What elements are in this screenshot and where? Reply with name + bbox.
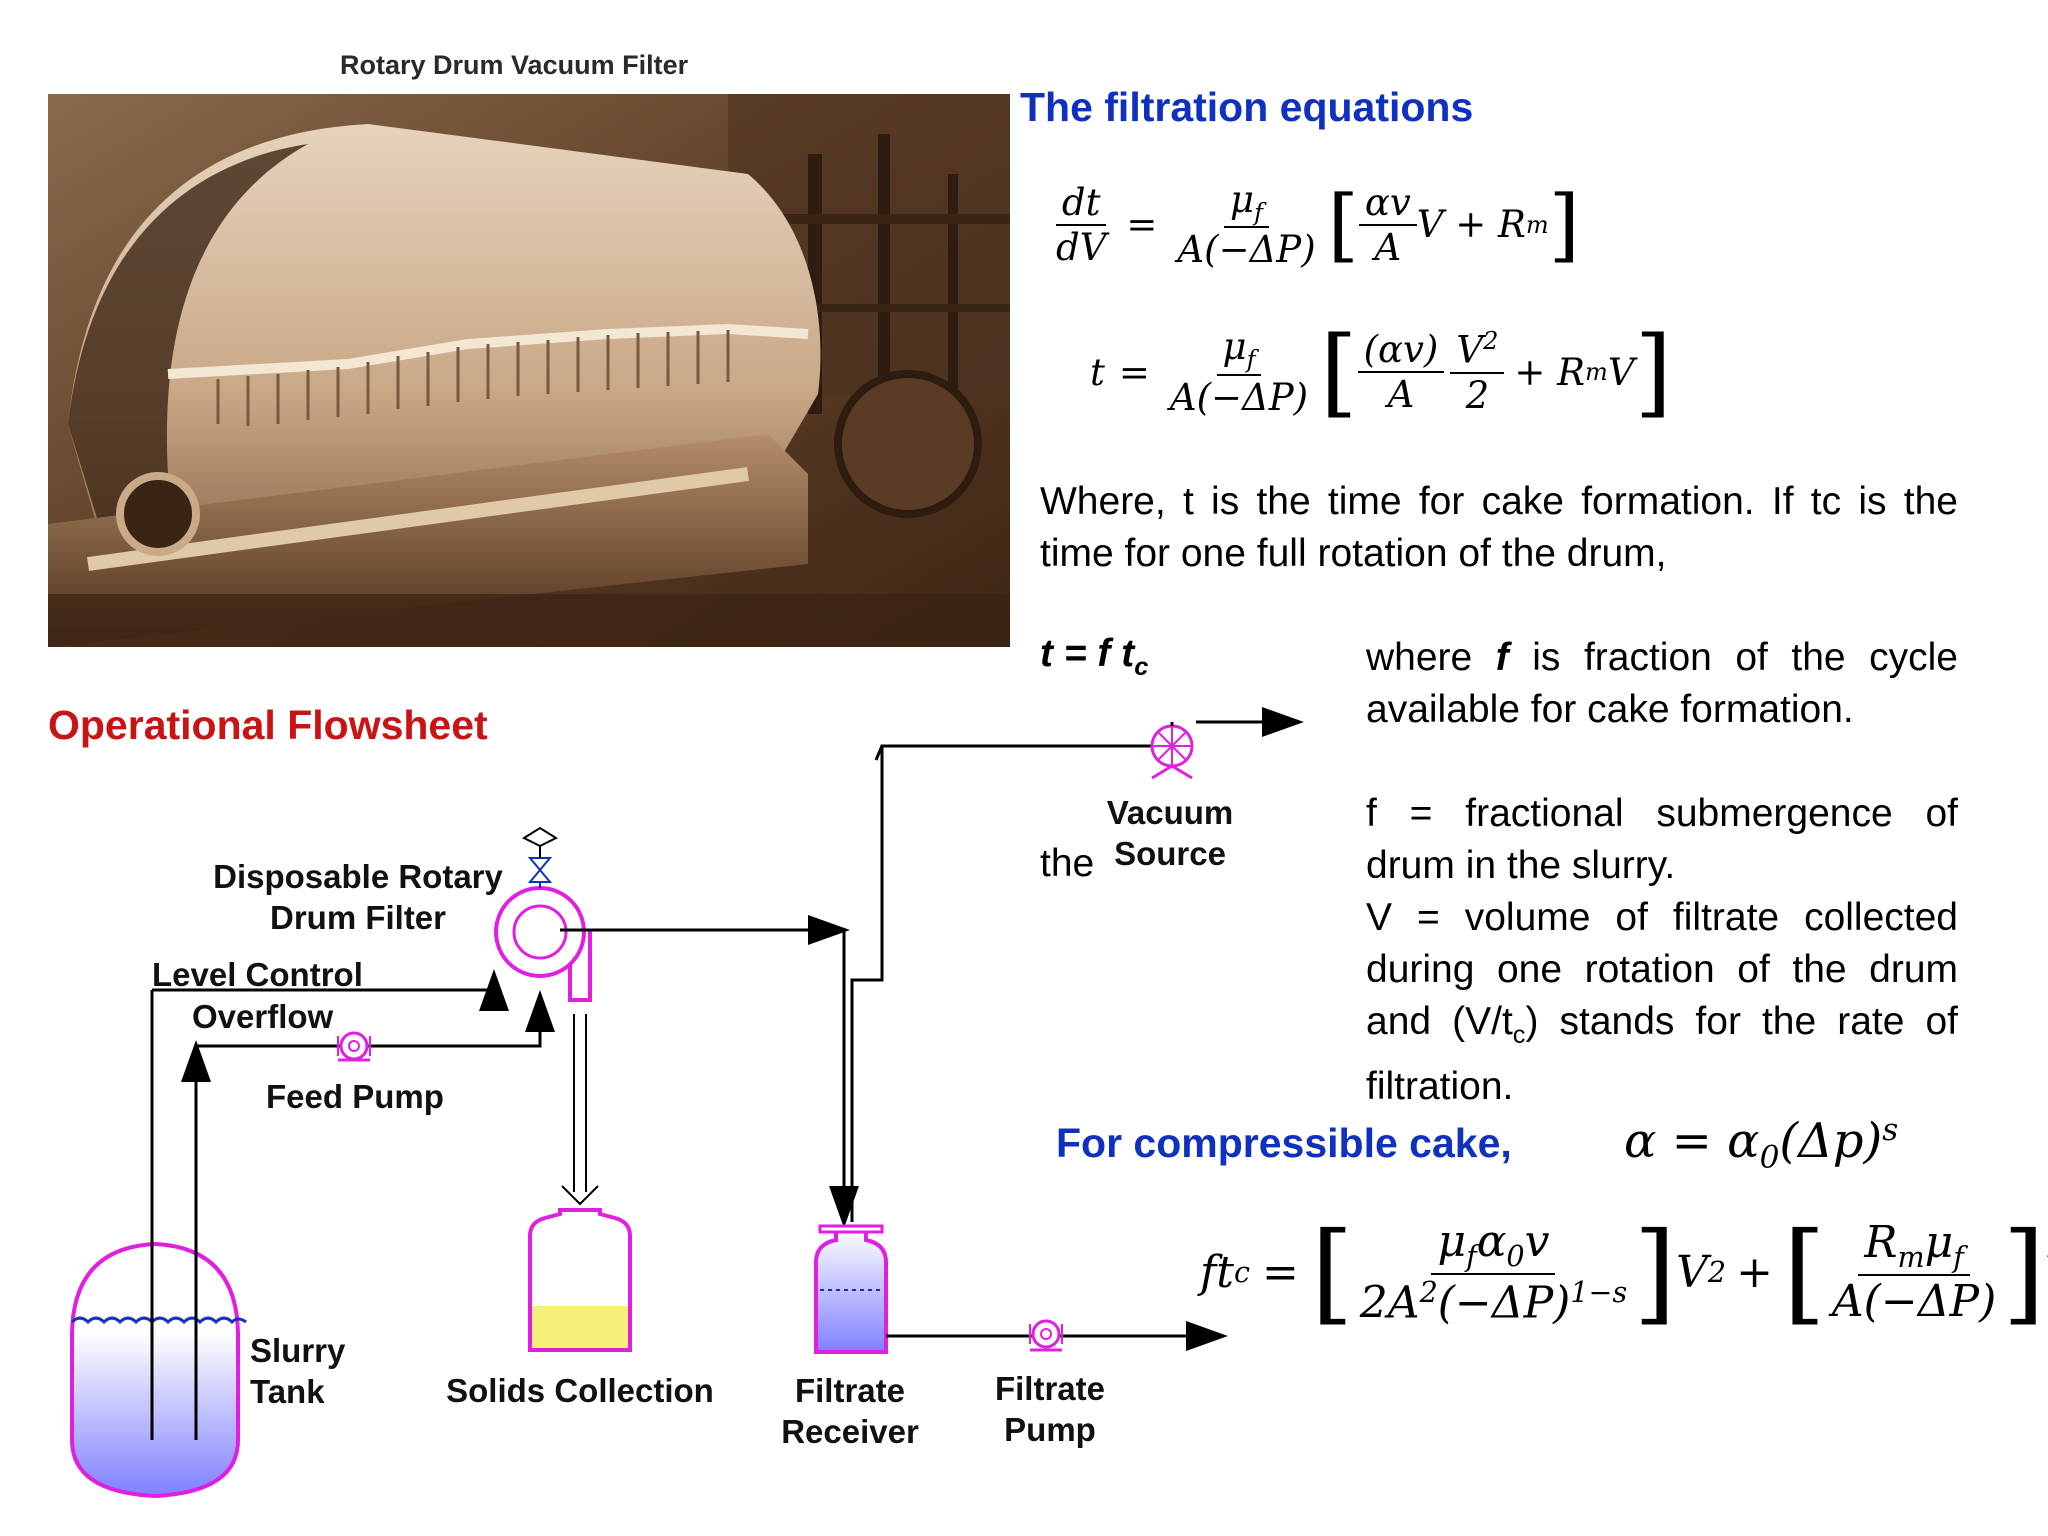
ftc-a-num-tail: v: [1524, 1215, 1550, 1267]
alpha-eq-lhs: α = α: [1624, 1113, 1760, 1169]
eq1-inner-rest: V + R: [1416, 203, 1526, 247]
solids-collection-vessel: [528, 1208, 632, 1352]
f-submergence-definition: f = fractional submergence of drum in th…: [1366, 792, 1958, 887]
f-def-pre: where: [1366, 636, 1496, 679]
eq2-rest-tail: V: [1607, 350, 1635, 394]
label-filtrate-pump: Filtrate Pump: [994, 1370, 1106, 1448]
filtrate-receiver-vessel: [814, 1224, 888, 1354]
eq2-lhs: t: [1090, 350, 1105, 394]
ftc-lhs: ft: [1200, 1246, 1234, 1298]
v-definition: V = volume of filtrate collected during …: [1366, 892, 1958, 1113]
ftc-v2: V: [1676, 1246, 1708, 1298]
eq1-inner-sub: m: [1525, 210, 1549, 239]
alpha-eq-rest: (Δp): [1779, 1113, 1883, 1169]
label-level-control: Level Control: [152, 956, 363, 993]
eq2-a-den: A: [1387, 373, 1415, 416]
t-eq-sub: c: [1134, 652, 1149, 681]
ftc-a-num: μ: [1437, 1215, 1467, 1267]
ftc-b-num-mid: μ: [1924, 1217, 1954, 1269]
label-drum-filter: Disposable Rotary Drum Filter: [213, 858, 503, 936]
eq2-b-den: 2: [1465, 373, 1490, 417]
alpha-equation: α = α0(Δp)s: [1624, 1112, 1898, 1176]
alpha-eq-sup: s: [1882, 1112, 1899, 1148]
the-word: the: [1040, 842, 1095, 885]
f-def-bold: f: [1495, 636, 1509, 679]
eq1-inner-num: αv: [1358, 181, 1417, 226]
label-feed-pump: Feed Pump: [266, 1078, 444, 1115]
eq1-coef-den: A(−ΔP): [1177, 228, 1316, 272]
f-definition: where f is fraction of the cycle availab…: [1366, 632, 1958, 736]
ftc-b-num-sub1: m: [1897, 1239, 1925, 1274]
where-paragraph: Where, t is the time for cake formation.…: [1040, 480, 1958, 575]
label-overflow: Overflow: [192, 998, 334, 1035]
eq2-rest-sub: m: [1585, 358, 1608, 386]
vacuum-source-symbol: [1150, 722, 1194, 780]
ftc-b-den: A(−ΔP): [1831, 1275, 1997, 1327]
ftc-v2-sup: 2: [1707, 1255, 1727, 1289]
rotary-drum-photo: [48, 94, 1010, 647]
eq1-inner-den: A: [1374, 225, 1402, 269]
ftc-a-den: 2A: [1359, 1277, 1420, 1329]
compressible-cake-label: For compressible cake,: [1056, 1120, 1512, 1166]
ftc-lhs-sub: c: [1233, 1255, 1250, 1289]
ftc-a-num-sub1: f: [1466, 1238, 1477, 1273]
eq2-rest: + R: [1514, 350, 1585, 394]
label-solids-collection: Solids Collection: [446, 1372, 714, 1409]
filtrate-pump-symbol: [1029, 1319, 1063, 1352]
ftc-a-den-mid: (−ΔP): [1437, 1277, 1571, 1329]
ftc-a-den-sup: 2: [1419, 1274, 1438, 1309]
eq1-coef-num-sub: f: [1254, 198, 1263, 227]
eq1-coef-num: μ: [1230, 178, 1255, 221]
ftc-b-num: R: [1864, 1217, 1898, 1269]
ftc-tail: V: [2045, 1247, 2048, 1298]
t-equals-f-tc: t = f tc: [1040, 632, 1148, 682]
eq2-b-num-sup: 2: [1483, 327, 1499, 356]
eq2-coef-num: μ: [1222, 325, 1247, 369]
feed-pump-symbol: [337, 1031, 371, 1062]
equations-title: The filtration equations: [1020, 84, 1474, 130]
v-line-sub: c: [1512, 1020, 1526, 1049]
slurry-tank: [70, 1241, 247, 1499]
f-def-post: is fraction of the cycle available for c…: [1366, 636, 1958, 731]
drum-filter-symbol: [494, 826, 592, 1002]
v-line-pre: V = volume of filtrate collected during …: [1366, 896, 1958, 1043]
ftc-b-num-sub2: f: [1953, 1239, 1964, 1274]
label-vacuum-source: Vacuum Source: [1106, 794, 1234, 872]
ftc-a-den-sup2: 1−s: [1570, 1274, 1628, 1309]
ftc-a-num-mid: α: [1476, 1215, 1507, 1267]
v-line-post: ) stands for the rate of filtration.: [1366, 1000, 1958, 1108]
eq2-b-num: V: [1456, 328, 1484, 372]
eq2-a-num: (αv): [1357, 328, 1445, 373]
flowsheet-title: Operational Flowsheet: [48, 702, 488, 748]
eq1-lhs-num: dt: [1055, 181, 1107, 226]
label-filtrate-receiver: Filtrate Receiver: [781, 1372, 919, 1450]
alpha-eq-sub: 0: [1759, 1139, 1780, 1176]
photo-caption: Rotary Drum Vacuum Filter: [340, 50, 689, 80]
eq2-coef-den: A(−ΔP): [1169, 375, 1309, 419]
eq1-lhs-den: dV: [1056, 225, 1107, 269]
t-eq-main: t = f t: [1040, 632, 1135, 675]
eq2-coef-num-sub: f: [1246, 345, 1256, 374]
label-slurry-tank: Slurry Tank: [250, 1332, 346, 1410]
ftc-a-num-sub2: 0: [1506, 1238, 1525, 1273]
